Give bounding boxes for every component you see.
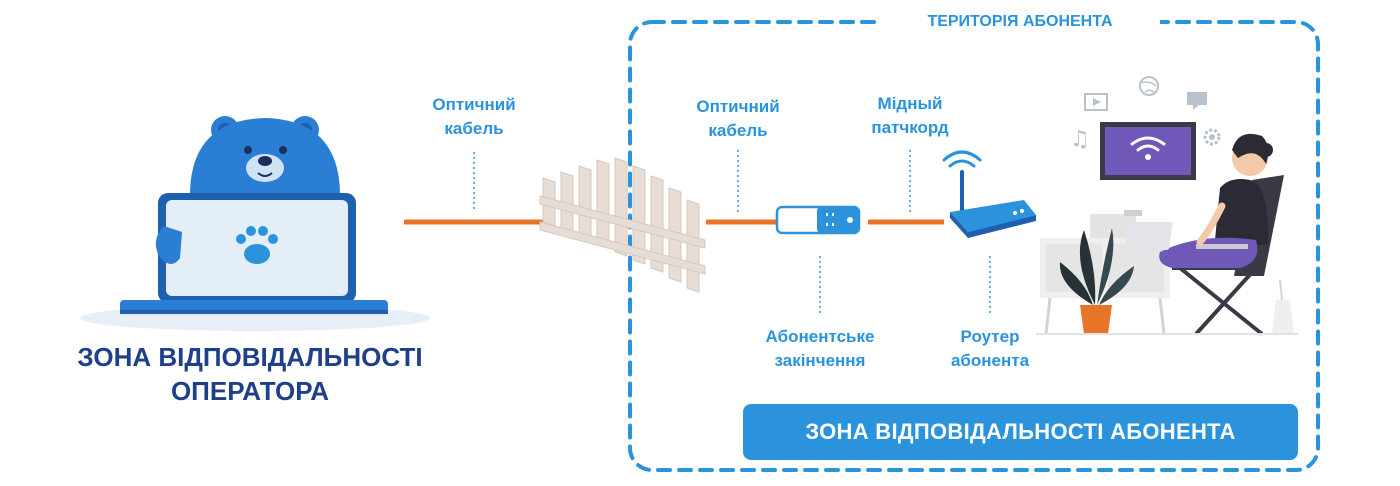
label-line: кабель	[444, 119, 504, 138]
svg-text:♫: ♫	[1070, 127, 1090, 152]
subscriber-zone-banner: ЗОНА ВІДПОВІДАЛЬНОСТІ АБОНЕНТА	[743, 404, 1298, 460]
router-label: Роутер абонента	[930, 325, 1050, 373]
leader-lines	[473, 150, 991, 316]
label-line: Роутер	[960, 327, 1020, 346]
subscriber-terminal-device	[775, 205, 861, 235]
label-line: закінчення	[774, 351, 866, 370]
label-line: абонента	[950, 351, 1030, 370]
label-line: Абонентське	[765, 327, 875, 346]
subscriber-territory-title: ТЕРИТОРІЯ АБОНЕНТА	[880, 10, 1160, 34]
fiber-cable-outside-label: Оптичний кабель	[414, 93, 534, 141]
operator-zone-title: ЗОНА ВІДПОВІДАЛЬНОСТІ ОПЕРАТОРА	[30, 340, 470, 408]
label-line: Оптичний	[696, 97, 780, 116]
home-scene-illustration: ♫	[1036, 76, 1298, 336]
fence-illustration	[539, 157, 706, 293]
fiber-cable-inside-label: Оптичний кабель	[678, 95, 798, 143]
copper-patch-label: Мідный патчкорд	[850, 92, 970, 140]
label-line: Мідный	[877, 94, 943, 113]
label-line: кабель	[708, 121, 768, 140]
operator-zone-line: ЗОНА ВІДПОВІДАЛЬНОСТІ	[77, 342, 423, 372]
router-device	[942, 150, 1036, 238]
label-line: Оптичний	[432, 95, 516, 114]
bear-mascot-illustration	[80, 116, 430, 331]
subscriber-terminal-label: Абонентське закінчення	[745, 325, 895, 373]
label-line: патчкорд	[871, 118, 949, 137]
operator-zone-line: ОПЕРАТОРА	[170, 376, 330, 406]
